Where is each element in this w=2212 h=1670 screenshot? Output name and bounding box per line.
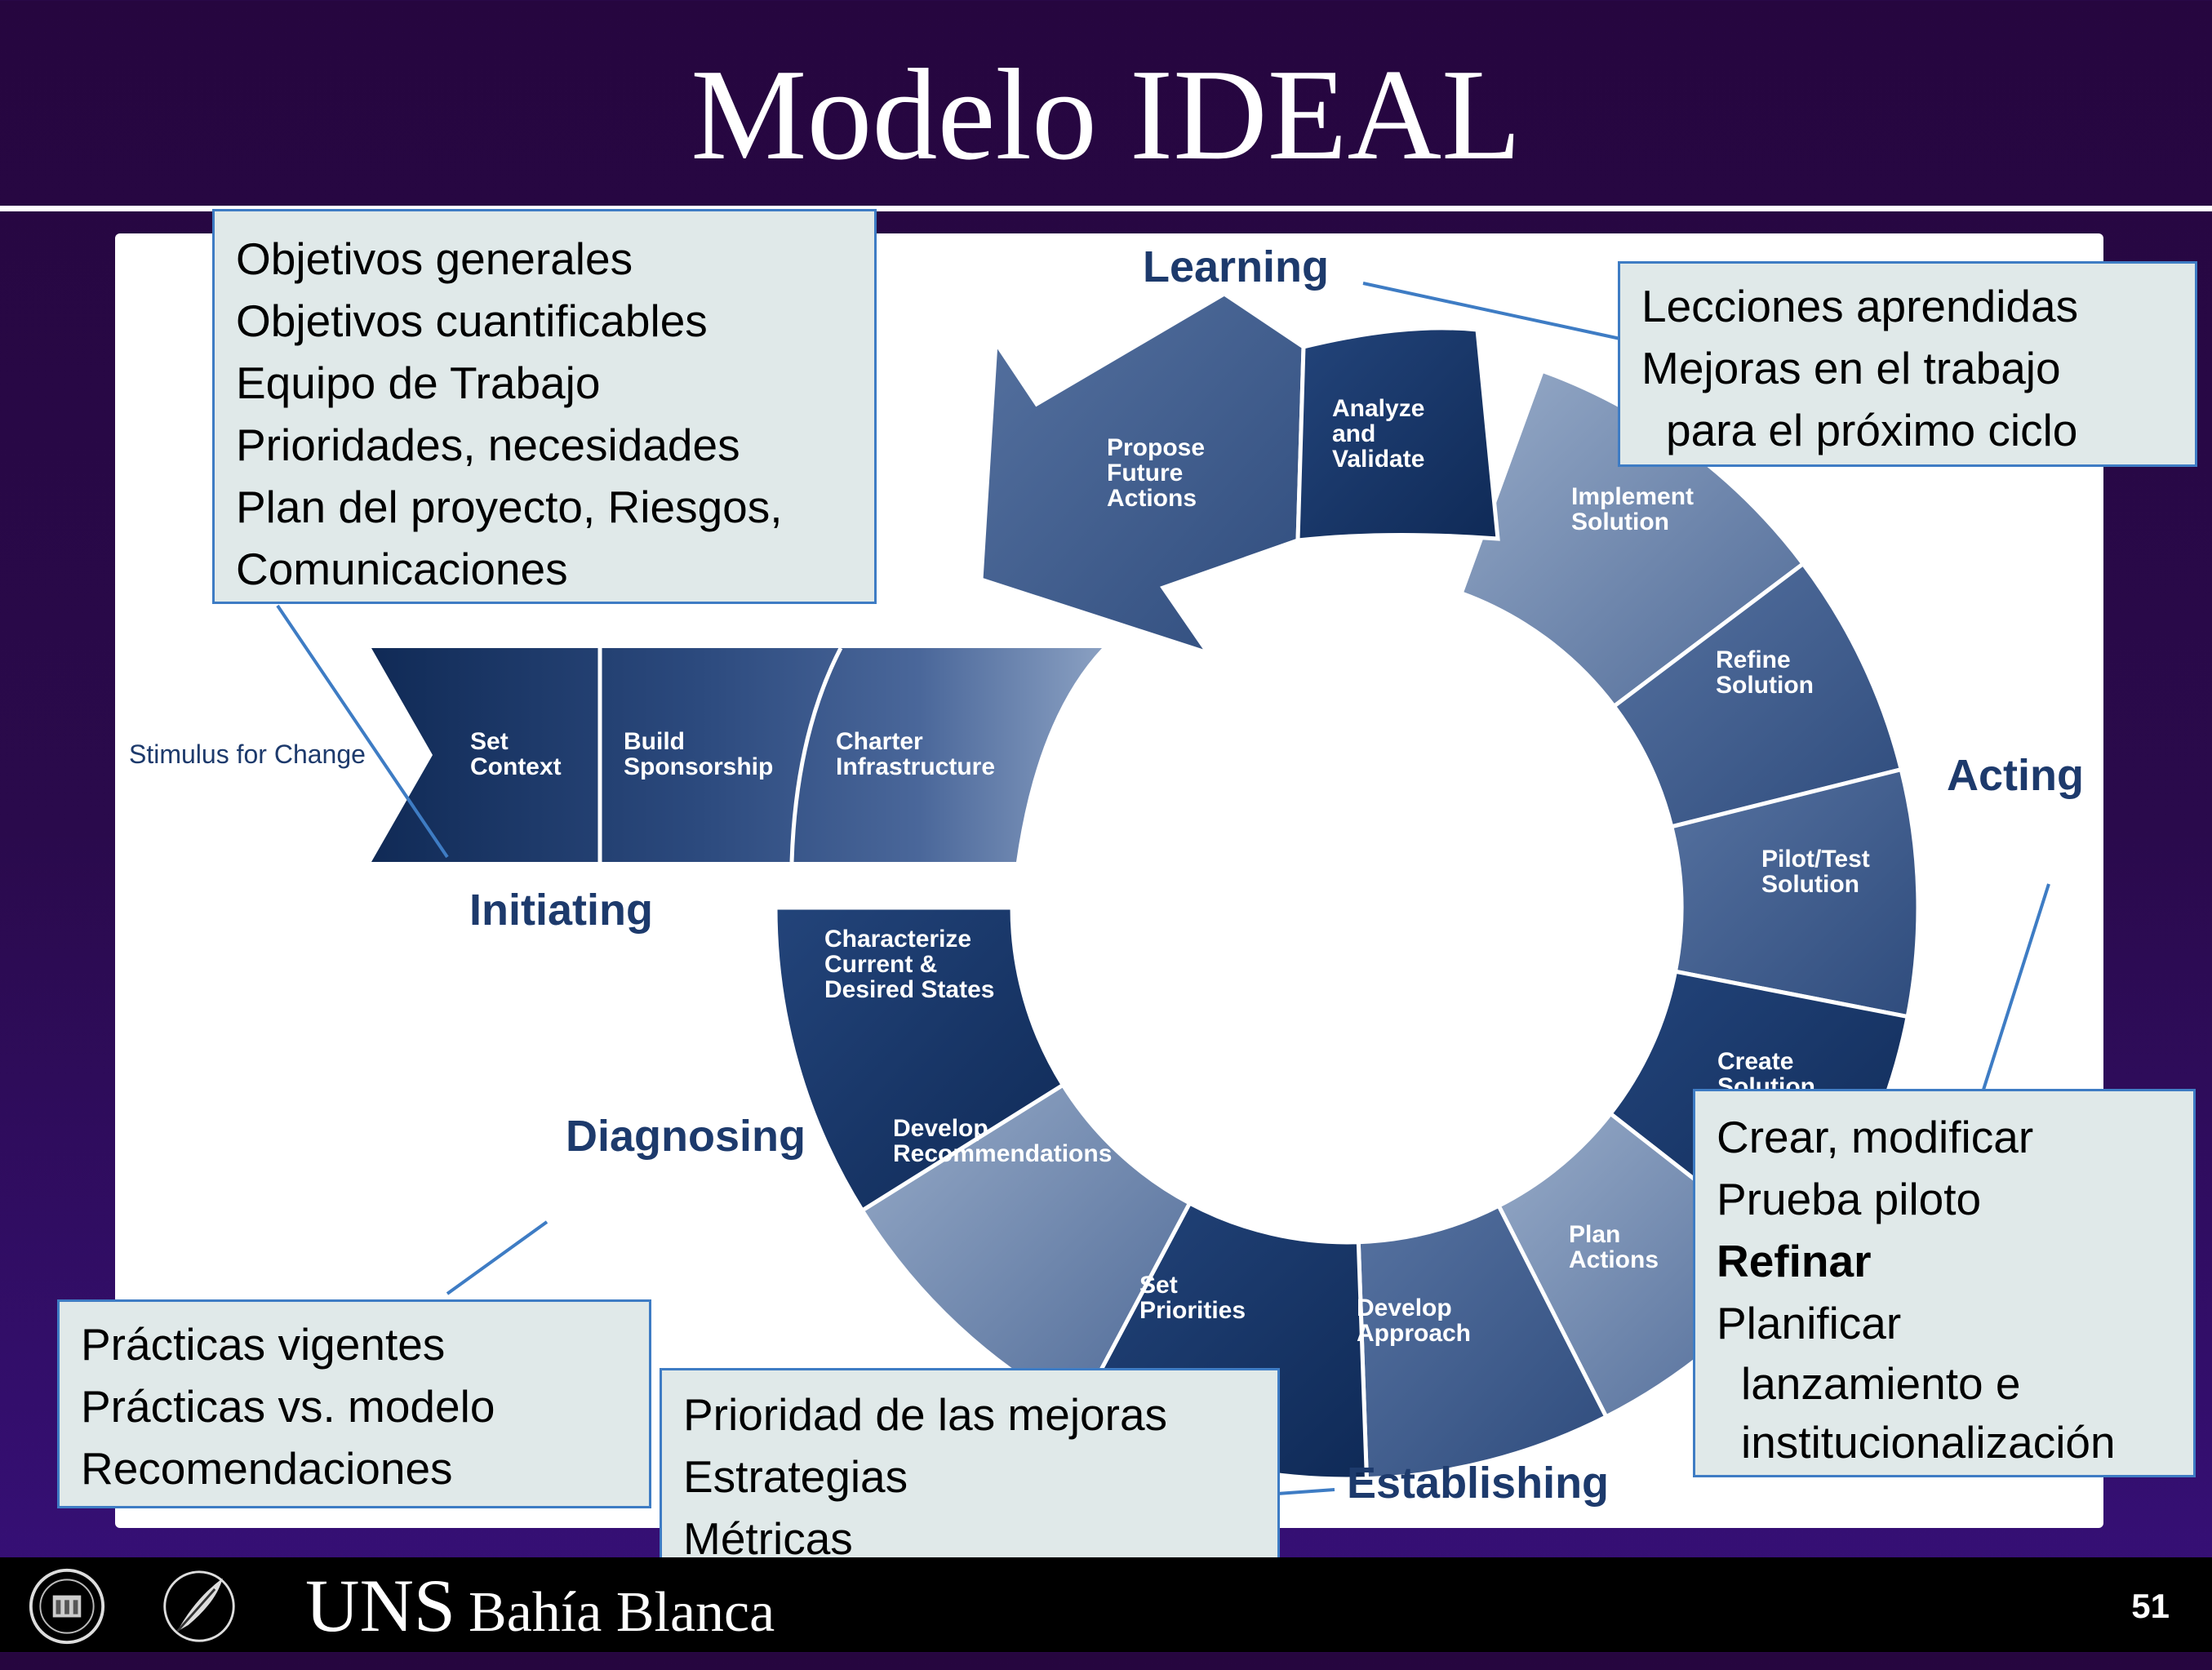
step-label-line: Infrastructure: [836, 753, 995, 780]
step-label-line: Solution: [1761, 871, 1859, 898]
phase-label-learning: Learning: [1143, 242, 1329, 291]
step-label-line: Propose: [1107, 434, 1205, 461]
connector-establishing: [1277, 1488, 1335, 1495]
phase-label-diagnosing: Diagnosing: [566, 1112, 806, 1161]
step-label-line: Refine: [1716, 646, 1791, 673]
callout-line: institucionalización: [1741, 1417, 2116, 1468]
step-label-line: and: [1332, 420, 1375, 447]
learning-arrow-head: [979, 291, 1306, 657]
stimulus-for-change-label: Stimulus for Change: [129, 740, 366, 769]
callout-line: Planificar: [1717, 1298, 1902, 1348]
step-label-line: Charter: [836, 728, 923, 755]
callout-line: Prácticas vs. modelo: [81, 1381, 495, 1432]
phase-label-initiating: Initiating: [469, 886, 653, 935]
initiating-band: [371, 648, 1102, 862]
callout-line: Equipo de Trabajo: [236, 358, 601, 408]
step-label-line: Future: [1107, 460, 1183, 486]
callout-line: Prioridades, necesidades: [236, 420, 740, 470]
callout-line: Objetivos cuantificables: [236, 295, 708, 346]
callout-line: Crear, modificar: [1717, 1112, 2034, 1162]
connector-initiating: [276, 604, 449, 859]
callout-line: Métricas: [683, 1513, 853, 1564]
callout-line: Prueba piloto: [1717, 1174, 1982, 1224]
step-label-line: Actions: [1569, 1246, 1659, 1273]
slide-title: Modelo IDEAL: [691, 42, 1521, 187]
callout-line: Mejoras en el trabajo: [1641, 343, 2061, 393]
step-label-line: Context: [470, 753, 562, 780]
step-label-line: Analyze: [1332, 395, 1424, 422]
step-label-line: Build: [624, 728, 685, 755]
step-label-line: Develop: [1357, 1295, 1452, 1321]
band-divider-2: [789, 646, 843, 863]
step-label-line: Pilot/Test: [1761, 846, 1870, 873]
callout-line: para el próximo ciclo: [1666, 405, 2078, 455]
step-label-line: Approach: [1357, 1320, 1471, 1347]
step-label-line: Actions: [1107, 485, 1197, 512]
callout-line: Refinar: [1717, 1236, 1872, 1286]
callout-line: lanzamiento e: [1741, 1358, 2021, 1409]
phase-label-establishing: Establishing: [1347, 1459, 1609, 1508]
step-label-line: Desired States: [824, 976, 994, 1003]
slide-footer: [0, 1557, 2212, 1652]
university-seal-icon: [29, 1568, 105, 1645]
title-divider: [0, 206, 2212, 211]
callout-line: Recomendaciones: [81, 1443, 453, 1494]
step-label-line: Plan: [1569, 1221, 1620, 1248]
callout-line: Plan del proyecto, Riesgos,: [236, 482, 783, 532]
step-label-line: Implement: [1571, 483, 1694, 510]
step-label-line: Develop: [893, 1115, 988, 1142]
step-label-line: Recommendations: [893, 1140, 1112, 1167]
step-label-line: Validate: [1332, 446, 1424, 473]
callout-line: Objetivos generales: [236, 233, 633, 284]
connector-acting: [1982, 883, 2050, 1090]
callout-initiating: Objetivos generales Objetivos cuantifica…: [212, 209, 877, 604]
callout-line: Prioridad de las mejoras: [683, 1389, 1168, 1440]
callout-learning: Lecciones aprendidas Mejoras en el traba…: [1618, 261, 2197, 467]
brand-city: Bahía Blanca: [469, 1581, 775, 1644]
page-number: 51: [2131, 1587, 2170, 1625]
step-label-line: Solution: [1716, 672, 1814, 699]
callout-line: Estrategias: [683, 1451, 908, 1502]
connector-learning: [1362, 282, 1621, 340]
brand-main: UNS: [305, 1564, 456, 1647]
segment-characterize-states: [773, 905, 1066, 1214]
callout-diagnosing: Prácticas vigentes Prácticas vs. modelo …: [57, 1299, 651, 1508]
connector-diagnosing: [446, 1220, 549, 1295]
callout-line: Comunicaciones: [236, 544, 568, 594]
step-label-line: Set: [470, 728, 509, 755]
step-label-line: Set: [1139, 1272, 1178, 1299]
quill-logo-icon: [163, 1570, 235, 1642]
callout-acting: Crear, modificar Prueba piloto Refinar P…: [1693, 1089, 2196, 1477]
callout-line: Lecciones aprendidas: [1641, 281, 2079, 331]
callout-line: Prácticas vigentes: [81, 1319, 446, 1370]
step-label-line: Create: [1717, 1048, 1793, 1075]
step-label-line: Sponsorship: [624, 753, 773, 780]
step-label-line: Characterize: [824, 926, 971, 953]
step-label-line: Priorities: [1139, 1297, 1246, 1324]
callout-establishing: Prioridad de las mejoras Estrategias Mét…: [660, 1368, 1280, 1577]
phase-label-acting: Acting: [1947, 751, 2084, 800]
learning-arrow-body: [1295, 326, 1500, 543]
step-label-line: Solution: [1571, 509, 1669, 535]
step-label-line: Current &: [824, 951, 937, 978]
